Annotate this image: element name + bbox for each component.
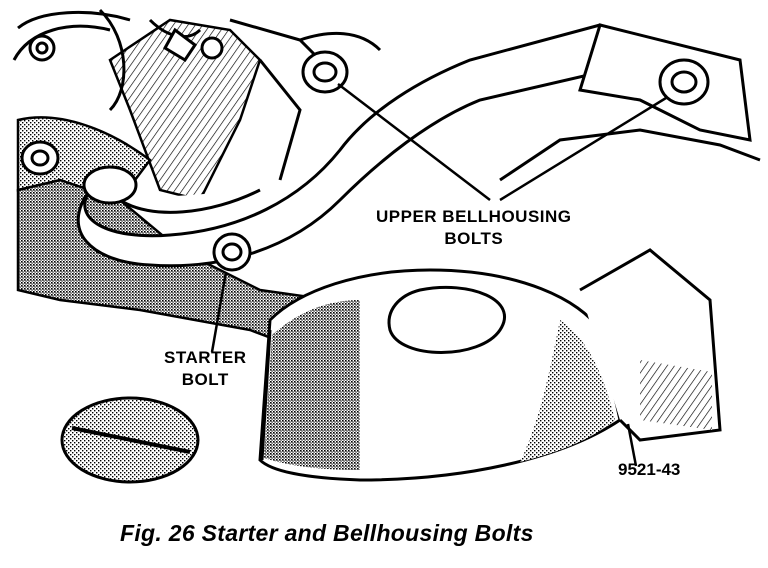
- leader-lines: [210, 83, 667, 467]
- upper-bellhousing-line1: UPPER BELLHOUSING: [376, 207, 572, 226]
- oval-detail: [60, 396, 200, 484]
- starter-bolt: [212, 232, 252, 272]
- starter-bolt-label: STARTER BOLT: [164, 347, 247, 391]
- misc-bolts: [20, 140, 138, 205]
- starter-line2: BOLT: [181, 370, 229, 389]
- upper-bellhousing-bolts-label: UPPER BELLHOUSING BOLTS: [376, 206, 572, 250]
- starter-line1: STARTER: [164, 348, 247, 367]
- upper-bellhousing-bolt-right: [658, 58, 710, 106]
- upper-bellhousing-line2: BOLTS: [444, 229, 504, 248]
- bellhousing-shading: [264, 300, 712, 470]
- upper-bellhousing-bolt-left: [301, 50, 349, 94]
- figure-caption: Fig. 26 Starter and Bellhousing Bolts: [120, 520, 534, 546]
- part-number: 9521-43: [618, 460, 681, 479]
